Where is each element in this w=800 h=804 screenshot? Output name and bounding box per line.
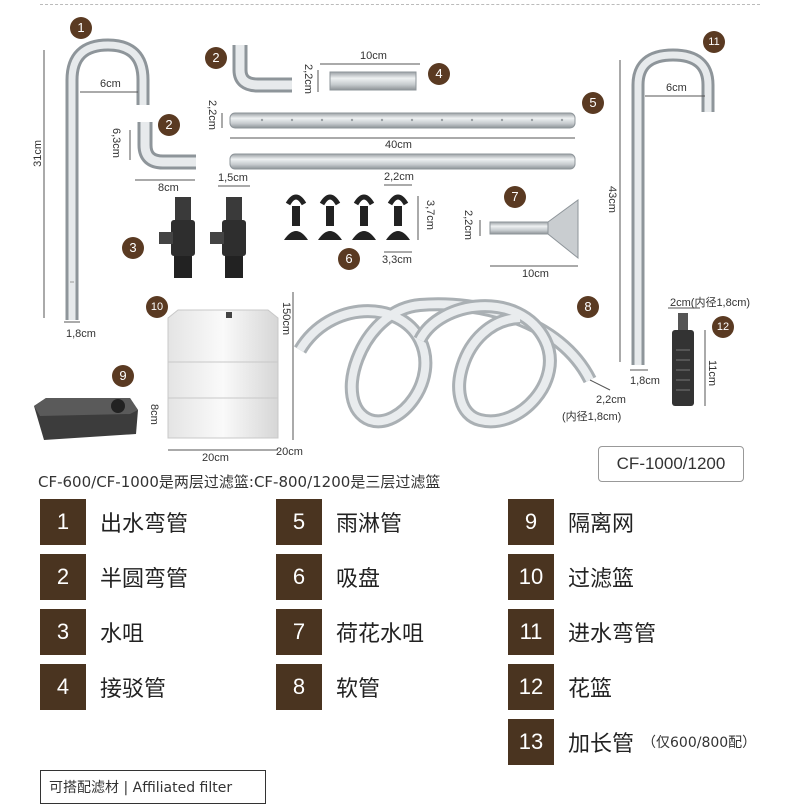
legend-num: 11 — [508, 609, 554, 655]
part-10-filter-basket — [167, 309, 279, 439]
badge-3: 3 — [122, 237, 144, 259]
legend-num: 3 — [40, 609, 86, 655]
legend-label: 花篮 — [568, 677, 613, 702]
dim-8-inner: (内径1,8cm) — [562, 411, 622, 423]
part-8-hose — [294, 297, 597, 429]
legend-label: 软管 — [336, 677, 381, 702]
dim-6-base: 3,3cm — [382, 254, 412, 266]
badge-11: 11 — [703, 31, 725, 53]
legend-item-4: 4 接驳管 — [40, 661, 166, 713]
dim-3-width: 1,5cm — [218, 172, 248, 184]
part-4-connector-pipe — [329, 71, 417, 91]
badge-2-top: 2 — [205, 47, 227, 69]
dim-12-top: 2cm(内径1,8cm) — [670, 297, 751, 309]
dim-4-height: 2,2cm — [302, 64, 314, 94]
dim-11-diameter: 1,8cm — [630, 375, 660, 387]
dim-1-height: 31cm — [32, 140, 44, 167]
part-2-elbow-lower — [137, 122, 196, 170]
dim-10-side: 8cm — [148, 404, 160, 425]
legend-num: 7 — [276, 609, 322, 655]
dim-1-width: 6cm — [100, 78, 121, 90]
dim-12-height: 11cm — [706, 360, 718, 387]
part-3-valve-right — [210, 197, 246, 278]
dim-10-width: 20cm — [202, 452, 229, 464]
affiliated-filter-heading: 可搭配滤材 | Affiliated filter — [40, 770, 266, 804]
legend-item-12: 12 花篮 — [508, 661, 612, 713]
legend-item-1: 1 出水弯管 — [40, 496, 188, 548]
legend-item-7: 7 荷花水咀 — [276, 606, 424, 658]
legend-item-11: 11 进水弯管 — [508, 606, 656, 658]
legend-num: 4 — [40, 664, 86, 710]
badge-5: 5 — [582, 92, 604, 114]
legend-label: 出水弯管 — [100, 512, 189, 537]
part-1-outlet-bend-pipe — [65, 38, 150, 320]
basket-note: CF-600/CF-1000是两层过滤篮:CF-800/1200是三层过滤篮 — [38, 473, 441, 491]
legend-label: 荷花水咀 — [336, 622, 425, 647]
badge-4: 4 — [428, 63, 450, 85]
legend-label: 雨淋管 — [336, 512, 403, 537]
legend-item-6: 6 吸盘 — [276, 551, 380, 603]
dim-8-diameter: 2,2cm — [596, 394, 626, 406]
badge-10: 10 — [146, 296, 168, 318]
legend-label: 半圆弯管 — [100, 567, 189, 592]
legend-num: 13 — [508, 719, 554, 765]
dim-10-hose-length: 150cm — [280, 302, 292, 336]
badge-6: 6 — [338, 248, 360, 270]
legend-num: 2 — [40, 554, 86, 600]
legend-item-2: 2 半圆弯管 — [40, 551, 188, 603]
badge-7: 7 — [504, 186, 526, 208]
part-5-spray-bar-1 — [229, 112, 576, 129]
legend-item-5: 5 雨淋管 — [276, 496, 402, 548]
badge-9: 9 — [112, 365, 134, 387]
part-6-suction-cups — [284, 194, 410, 240]
badge-1: 1 — [70, 17, 92, 39]
badge-12: 12 — [712, 316, 734, 338]
dim-7-width: 10cm — [522, 268, 549, 280]
part-12-strainer — [672, 313, 694, 406]
legend-num: 9 — [508, 499, 554, 545]
legend-num: 6 — [276, 554, 322, 600]
legend-label: 加长管 — [568, 732, 635, 757]
dim-5-height: 2,2cm — [206, 100, 218, 130]
dim-2-height: 6,3cm — [110, 128, 122, 158]
badge-2-lower: 2 — [158, 114, 180, 136]
legend-label: 水咀 — [100, 622, 145, 647]
legend-label: 吸盘 — [336, 567, 381, 592]
dim-2-width: 8cm — [158, 182, 179, 194]
legend-item-10: 10 过滤篮 — [508, 551, 634, 603]
dim-7-height: 2,2cm — [462, 210, 474, 240]
dim-5-length: 40cm — [385, 139, 412, 151]
legend-label: 过滤篮 — [568, 567, 635, 592]
part-7-lily-outlet — [489, 199, 579, 260]
model-label: CF-1000/1200 — [598, 446, 744, 482]
legend-item-3: 3 水咀 — [40, 606, 144, 658]
parts-diagram — [34, 38, 715, 451]
legend-item-8: 8 软管 — [276, 661, 380, 713]
legend-num: 12 — [508, 664, 554, 710]
legend-label: 进水弯管 — [568, 622, 657, 647]
badge-8: 8 — [577, 296, 599, 318]
legend-num: 5 — [276, 499, 322, 545]
part-9-isolation-net — [34, 398, 138, 440]
part-11-inlet-bend-pipe — [631, 48, 715, 365]
legend-num: 10 — [508, 554, 554, 600]
dim-6-height: 3,7cm — [424, 200, 436, 230]
dim-6-width: 2,2cm — [384, 171, 414, 183]
dim-11-height: 43cm — [606, 186, 618, 213]
dim-1-diameter: 1,8cm — [66, 328, 96, 340]
top-divider — [40, 4, 760, 5]
legend-label: 隔离网 — [568, 512, 635, 537]
legend-num: 1 — [40, 499, 86, 545]
dim-4-width: 10cm — [360, 50, 387, 62]
legend-item-13: 13 加长管 （仅600/800配） — [508, 716, 756, 768]
part-2-elbow-top — [232, 45, 292, 93]
legend-item-9: 9 隔离网 — [508, 496, 634, 548]
legend-label: 接驳管 — [100, 677, 167, 702]
legend-num: 8 — [276, 664, 322, 710]
legend-note: （仅600/800配） — [642, 735, 757, 751]
part-3-valve-left — [159, 197, 195, 278]
dim-10-depth: 20cm — [276, 446, 303, 458]
dim-11-width: 6cm — [666, 82, 687, 94]
part-5-spray-bar-2 — [229, 153, 576, 170]
